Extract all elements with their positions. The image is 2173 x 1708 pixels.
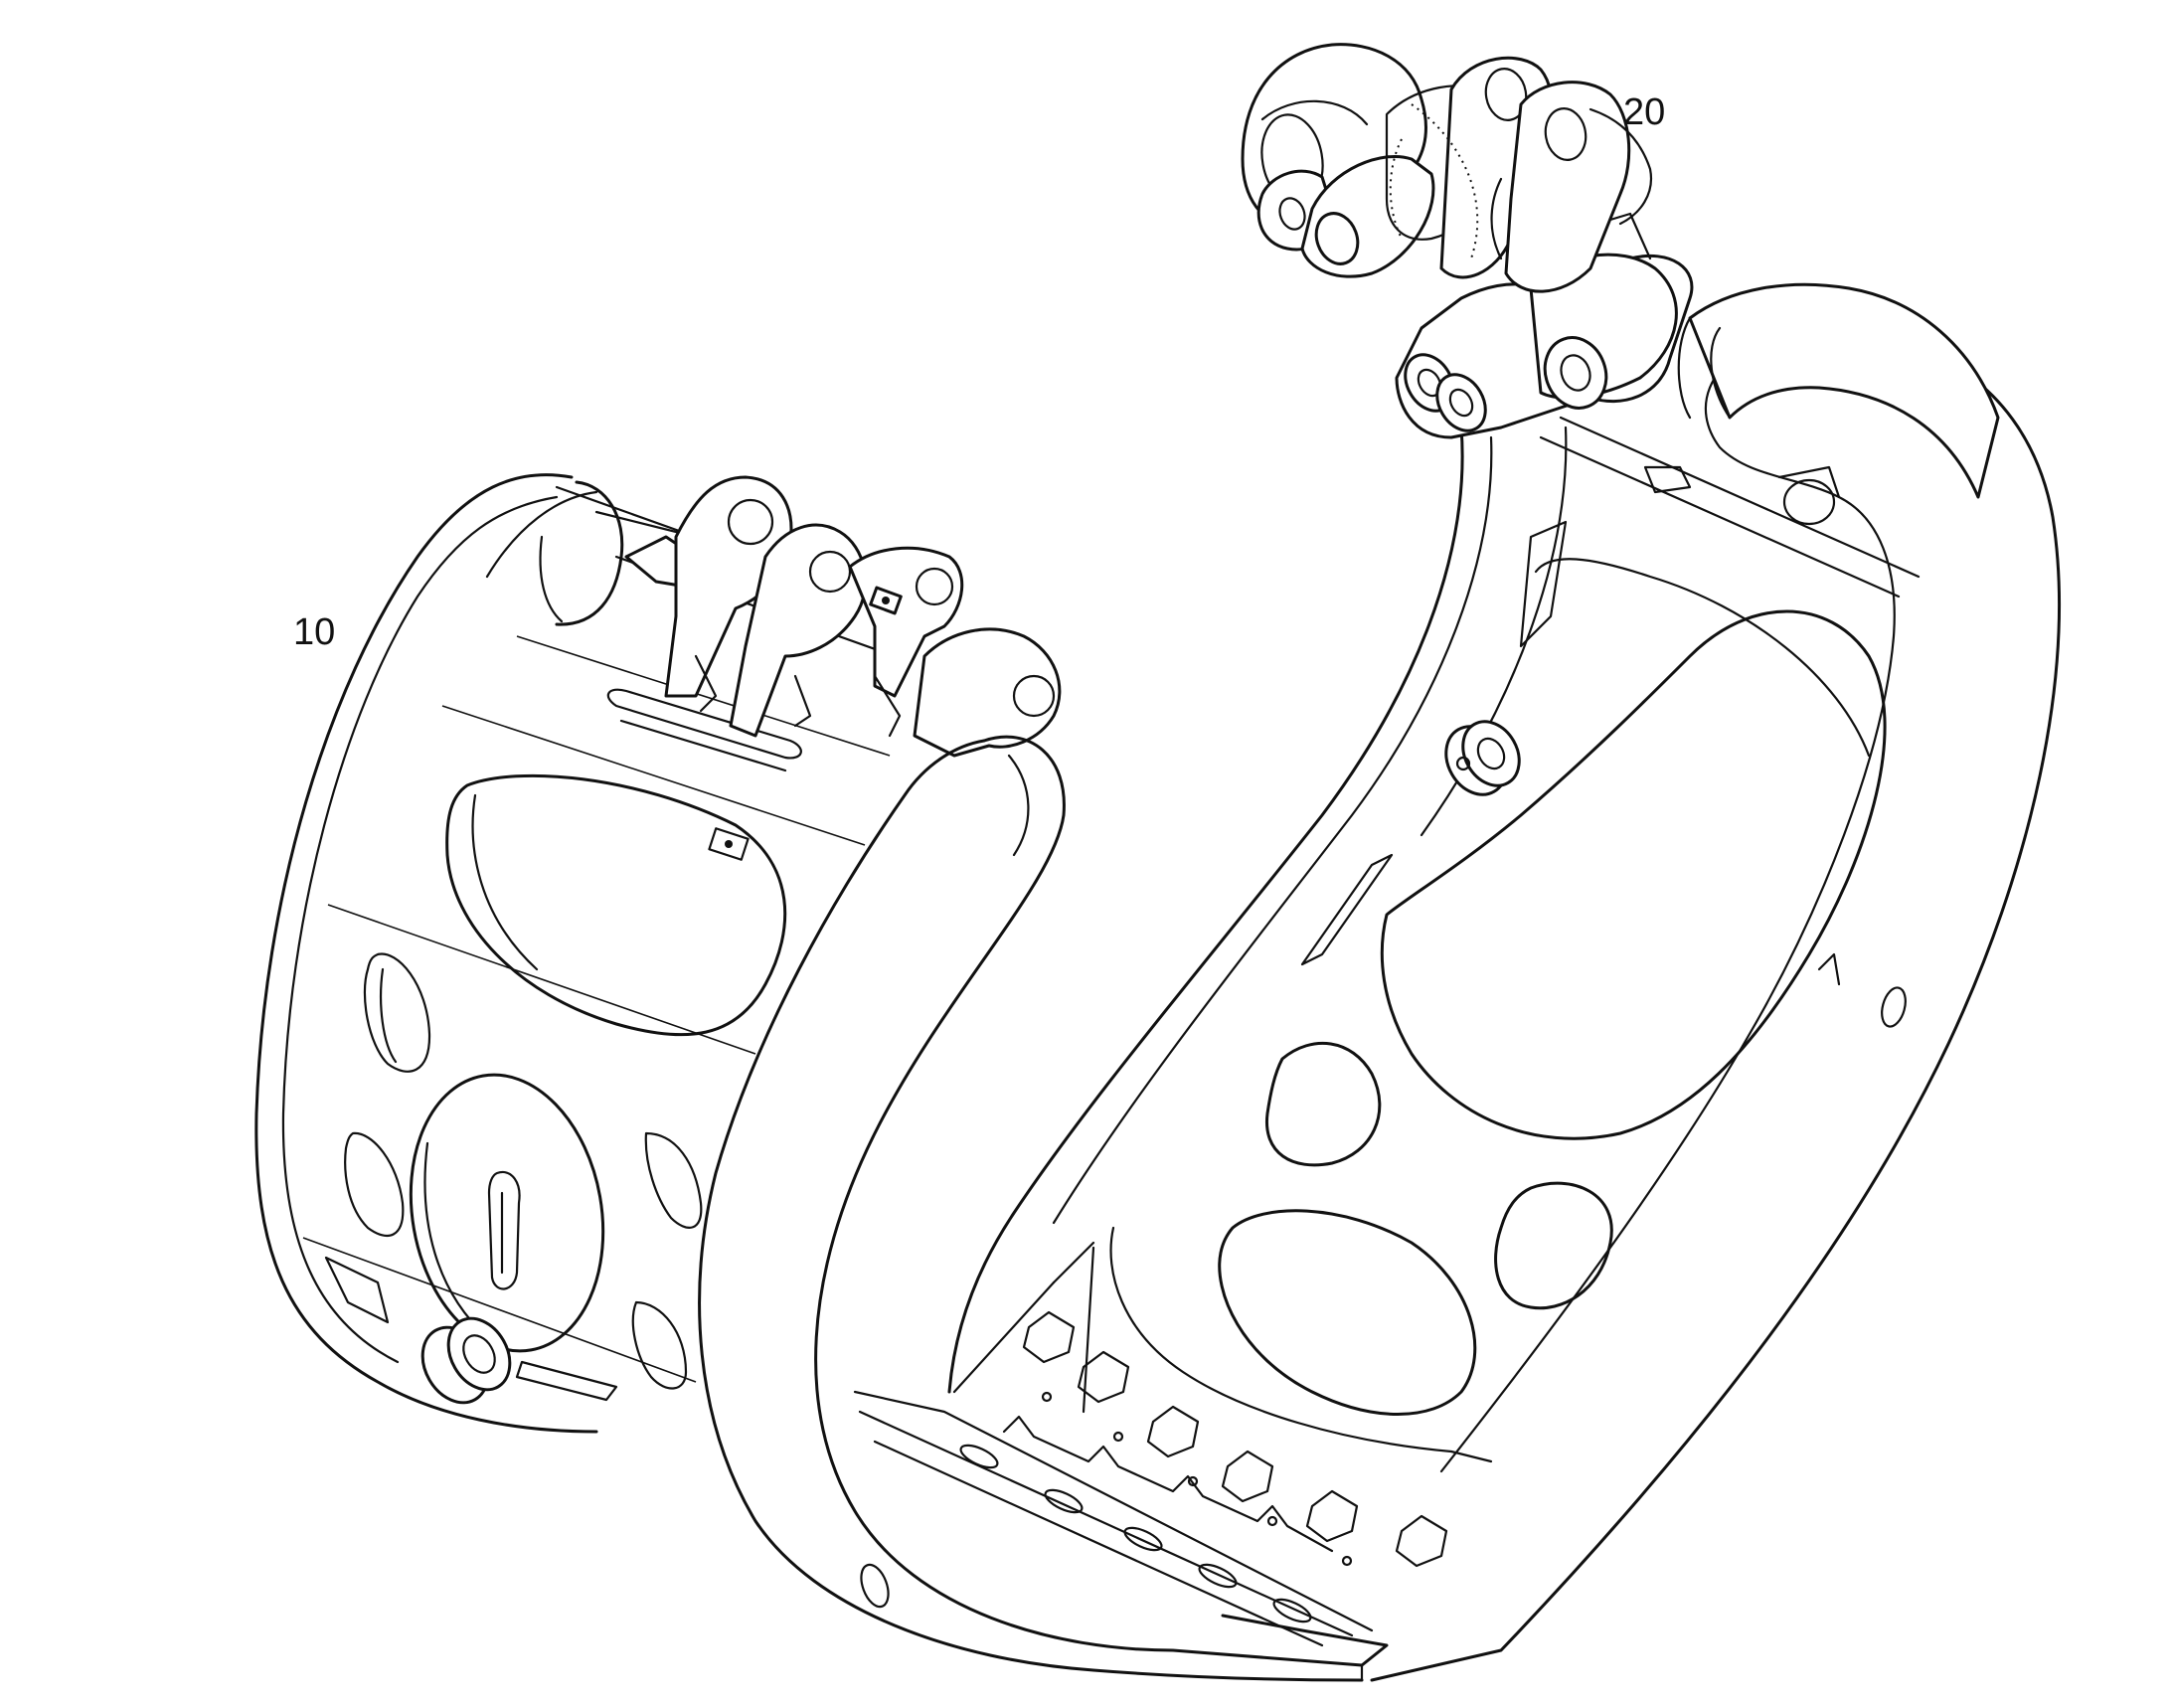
left-jaw-10 <box>254 473 1062 1434</box>
right-jaw-20 <box>947 43 2061 1682</box>
label-10: 10 <box>293 611 335 653</box>
label-20: 20 <box>1623 91 1665 133</box>
base-strip <box>853 1390 1374 1647</box>
teeth-row <box>1022 1310 1448 1568</box>
front-arm <box>698 735 1389 1682</box>
